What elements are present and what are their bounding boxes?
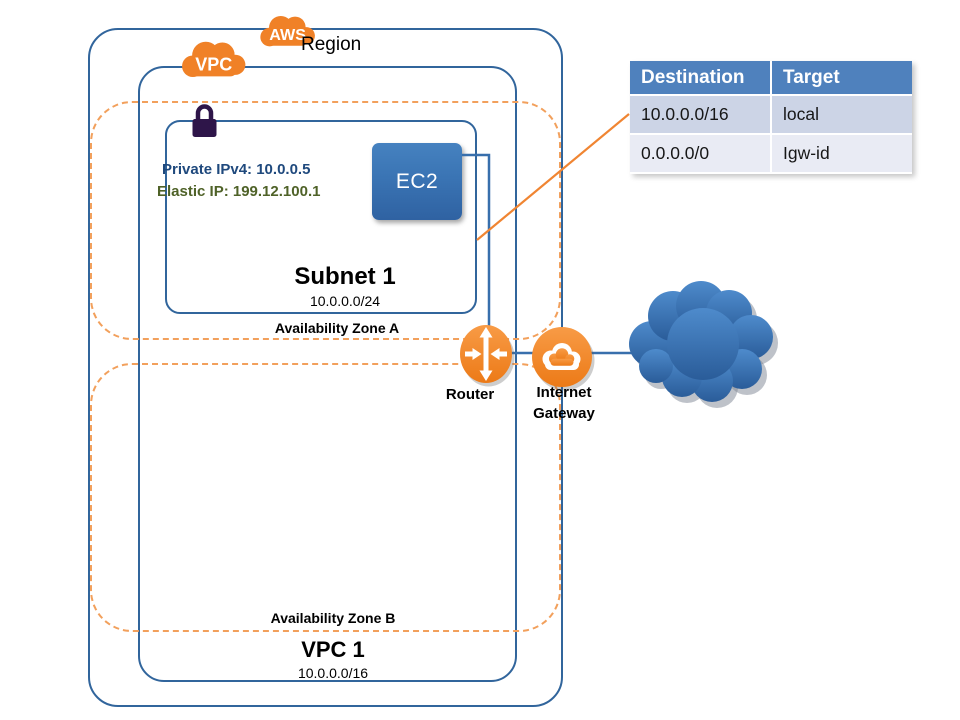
router-label: Router [445, 386, 495, 403]
internet-cloud-icon [629, 281, 778, 408]
internet-gateway-label: Internet Gateway [533, 384, 595, 422]
route-table-header-target: Target [772, 61, 912, 94]
availability-zone-b-container [90, 363, 561, 632]
route-table-row: 0.0.0.0/0 Igw-id [630, 135, 912, 172]
ec2-node: EC2 [372, 143, 462, 220]
route-destination-cell: 10.0.0.0/16 [630, 96, 770, 133]
private-ip-label: Private IPv4: 10.0.0.5 [162, 161, 311, 178]
route-destination-cell: 0.0.0.0/0 [630, 135, 770, 172]
vpc-container [138, 66, 517, 682]
ec2-label: EC2 [395, 169, 439, 193]
subnet-cidr-label: 10.0.0.0/24 [309, 293, 381, 309]
availability-zone-b-label: Availability Zone B [270, 610, 396, 626]
route-table: Destination Target 10.0.0.0/16 local 0.0… [630, 61, 912, 174]
elastic-ip-label: Elastic IP: 199.12.100.1 [157, 183, 321, 200]
vpc-name-label: VPC 1 [301, 637, 365, 662]
availability-zone-a-label: Availability Zone A [274, 320, 400, 336]
vpc-cidr-label: 10.0.0.0/16 [297, 665, 369, 681]
route-target-cell: local [772, 96, 912, 133]
route-table-header-row: Destination Target [630, 61, 912, 94]
region-label: Region [301, 34, 362, 55]
route-table-row: 10.0.0.0/16 local [630, 96, 912, 133]
subnet-name-label: Subnet 1 [294, 263, 396, 290]
route-target-cell: Igw-id [772, 135, 912, 172]
route-table-header-destination: Destination [630, 61, 770, 94]
